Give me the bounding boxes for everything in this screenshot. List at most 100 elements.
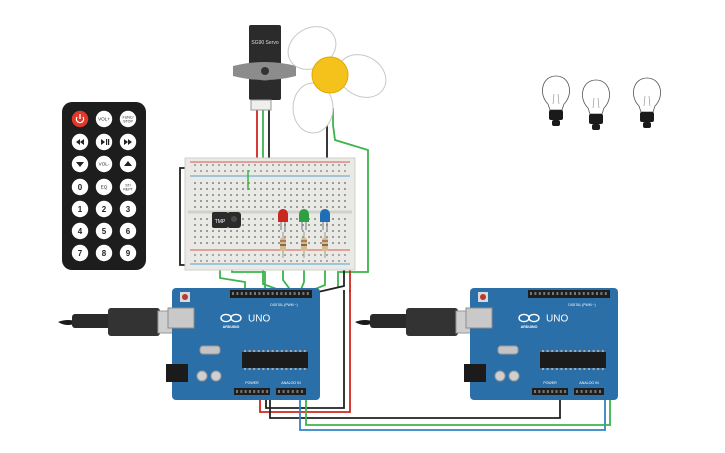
usb-port[interactable] bbox=[167, 307, 195, 329]
fast-forward-icon bbox=[124, 139, 132, 145]
light-bulb-3[interactable] bbox=[633, 77, 661, 128]
digital-label: DIGITAL (PWM ~) bbox=[270, 303, 297, 307]
microcontroller-chip bbox=[242, 352, 308, 368]
digit-7-button[interactable]: 7 bbox=[71, 244, 89, 262]
eq-button[interactable]: EQ bbox=[95, 178, 113, 196]
play-pause-button[interactable] bbox=[95, 133, 113, 151]
led-green[interactable] bbox=[299, 209, 309, 230]
digital-header[interactable] bbox=[230, 290, 312, 298]
power-jack[interactable] bbox=[464, 364, 486, 382]
servo-connector bbox=[250, 99, 272, 111]
svg-text:8: 8 bbox=[102, 249, 107, 258]
power-button[interactable] bbox=[71, 110, 89, 128]
digital-header[interactable] bbox=[528, 290, 610, 298]
digit-6-button[interactable]: 6 bbox=[119, 222, 137, 240]
resistor-1[interactable] bbox=[280, 232, 286, 258]
analog-label: ANALOG IN bbox=[281, 381, 301, 385]
wire-gnd[interactable] bbox=[265, 290, 345, 409]
resistor-2[interactable] bbox=[301, 232, 307, 258]
func-stop-button[interactable]: FUNC/STOP bbox=[119, 110, 137, 128]
svg-text:VOL-: VOL- bbox=[99, 162, 110, 167]
bulb-base bbox=[549, 110, 563, 120]
svg-text:EQ: EQ bbox=[101, 185, 108, 190]
dc-motor-fan[interactable] bbox=[280, 18, 393, 134]
breadboard-bottom-rail bbox=[190, 252, 350, 262]
power-header[interactable] bbox=[234, 388, 270, 395]
model-label: UNO bbox=[546, 314, 568, 325]
light-bulbs bbox=[542, 75, 661, 130]
analog-label: ANALOG IN bbox=[579, 381, 599, 385]
svg-text:VOL+: VOL+ bbox=[98, 117, 110, 122]
svg-text:4: 4 bbox=[78, 227, 83, 236]
light-bulb-2[interactable] bbox=[582, 79, 610, 130]
svg-text:3: 3 bbox=[126, 205, 131, 214]
digit-9-button[interactable]: 9 bbox=[119, 244, 137, 262]
fan-wire-green[interactable] bbox=[332, 108, 369, 288]
vol-up-button[interactable]: VOL+ bbox=[95, 110, 113, 128]
power-header[interactable] bbox=[532, 388, 568, 395]
breadboard-top-rail bbox=[190, 164, 350, 174]
fan-blade-3 bbox=[292, 82, 334, 134]
svg-text:0: 0 bbox=[78, 183, 83, 192]
breadboard-top-area bbox=[190, 180, 350, 208]
rewind-button[interactable] bbox=[71, 133, 89, 151]
digit-0-button[interactable]: 0 bbox=[71, 178, 89, 196]
digit-4-button[interactable]: 4 bbox=[71, 222, 89, 240]
analog-header[interactable] bbox=[574, 388, 604, 395]
bulb-glass bbox=[582, 79, 610, 115]
svg-text:STOP: STOP bbox=[123, 120, 133, 124]
model-label: UNO bbox=[248, 314, 270, 325]
servo-motor[interactable]: SG90 Servo bbox=[233, 25, 296, 111]
up-arrow-icon bbox=[124, 161, 132, 166]
wire-5v[interactable] bbox=[259, 290, 351, 413]
arduino-uno-2[interactable]: DIGITAL (PWM ~) UNO ARDUINO POWER ANALOG IN bbox=[464, 288, 618, 400]
led-blue[interactable] bbox=[320, 209, 330, 230]
led-red[interactable] bbox=[278, 209, 288, 230]
ir-remote[interactable]: VOL+ FUNC/STOP VOL- 0 EQ ST/REPT 1 2 3 4 5 6 7 8 9 bbox=[62, 102, 146, 270]
arduino-board bbox=[470, 288, 618, 400]
svg-text:6: 6 bbox=[126, 227, 131, 236]
analog-header[interactable] bbox=[276, 388, 306, 395]
st-rept-button[interactable]: ST/REPT bbox=[119, 178, 137, 196]
svg-text:1: 1 bbox=[78, 205, 83, 214]
wire-a4-link[interactable] bbox=[299, 398, 606, 431]
down-arrow-icon bbox=[76, 162, 84, 167]
bulb-base bbox=[589, 114, 603, 124]
power-jack[interactable] bbox=[166, 364, 188, 382]
digital-label: DIGITAL (PWM ~) bbox=[568, 303, 595, 307]
light-bulb-1[interactable] bbox=[542, 75, 570, 126]
ir-receiver[interactable] bbox=[227, 212, 241, 228]
usb-cable-1[interactable] bbox=[58, 308, 187, 336]
fast-forward-button[interactable] bbox=[119, 133, 137, 151]
resistor-3[interactable] bbox=[322, 232, 328, 258]
usb-plug-1 bbox=[108, 308, 160, 336]
wire-gnd-link[interactable] bbox=[269, 398, 561, 419]
digit-3-button[interactable]: 3 bbox=[119, 200, 137, 218]
svg-text:ST/: ST/ bbox=[125, 184, 131, 188]
usb-cable-2[interactable] bbox=[355, 308, 485, 336]
svg-text:2: 2 bbox=[102, 205, 107, 214]
brand-label: ARDUINO bbox=[521, 325, 538, 329]
bulb-base bbox=[640, 112, 654, 122]
fan-hub bbox=[311, 56, 349, 94]
temperature-sensor[interactable]: TMP bbox=[212, 212, 228, 228]
wire-a5-link[interactable] bbox=[305, 398, 611, 426]
play-pause-icon bbox=[101, 139, 110, 145]
digit-5-button[interactable]: 5 bbox=[95, 222, 113, 240]
digit-2-button[interactable]: 2 bbox=[95, 200, 113, 218]
svg-text:9: 9 bbox=[126, 249, 131, 258]
arduino-board bbox=[172, 288, 320, 400]
usb-port[interactable] bbox=[465, 307, 493, 329]
power-label: POWER bbox=[245, 381, 259, 385]
power-label: POWER bbox=[543, 381, 557, 385]
breadboard[interactable]: TMP bbox=[184, 157, 356, 271]
vol-down-button[interactable]: VOL- bbox=[95, 155, 113, 173]
down-button[interactable] bbox=[71, 155, 89, 173]
digit-8-button[interactable]: 8 bbox=[95, 244, 113, 262]
svg-text:TMP: TMP bbox=[215, 219, 226, 225]
digit-1-button[interactable]: 1 bbox=[71, 200, 89, 218]
up-button[interactable] bbox=[119, 155, 137, 173]
svg-text:FUNC/: FUNC/ bbox=[123, 116, 134, 120]
